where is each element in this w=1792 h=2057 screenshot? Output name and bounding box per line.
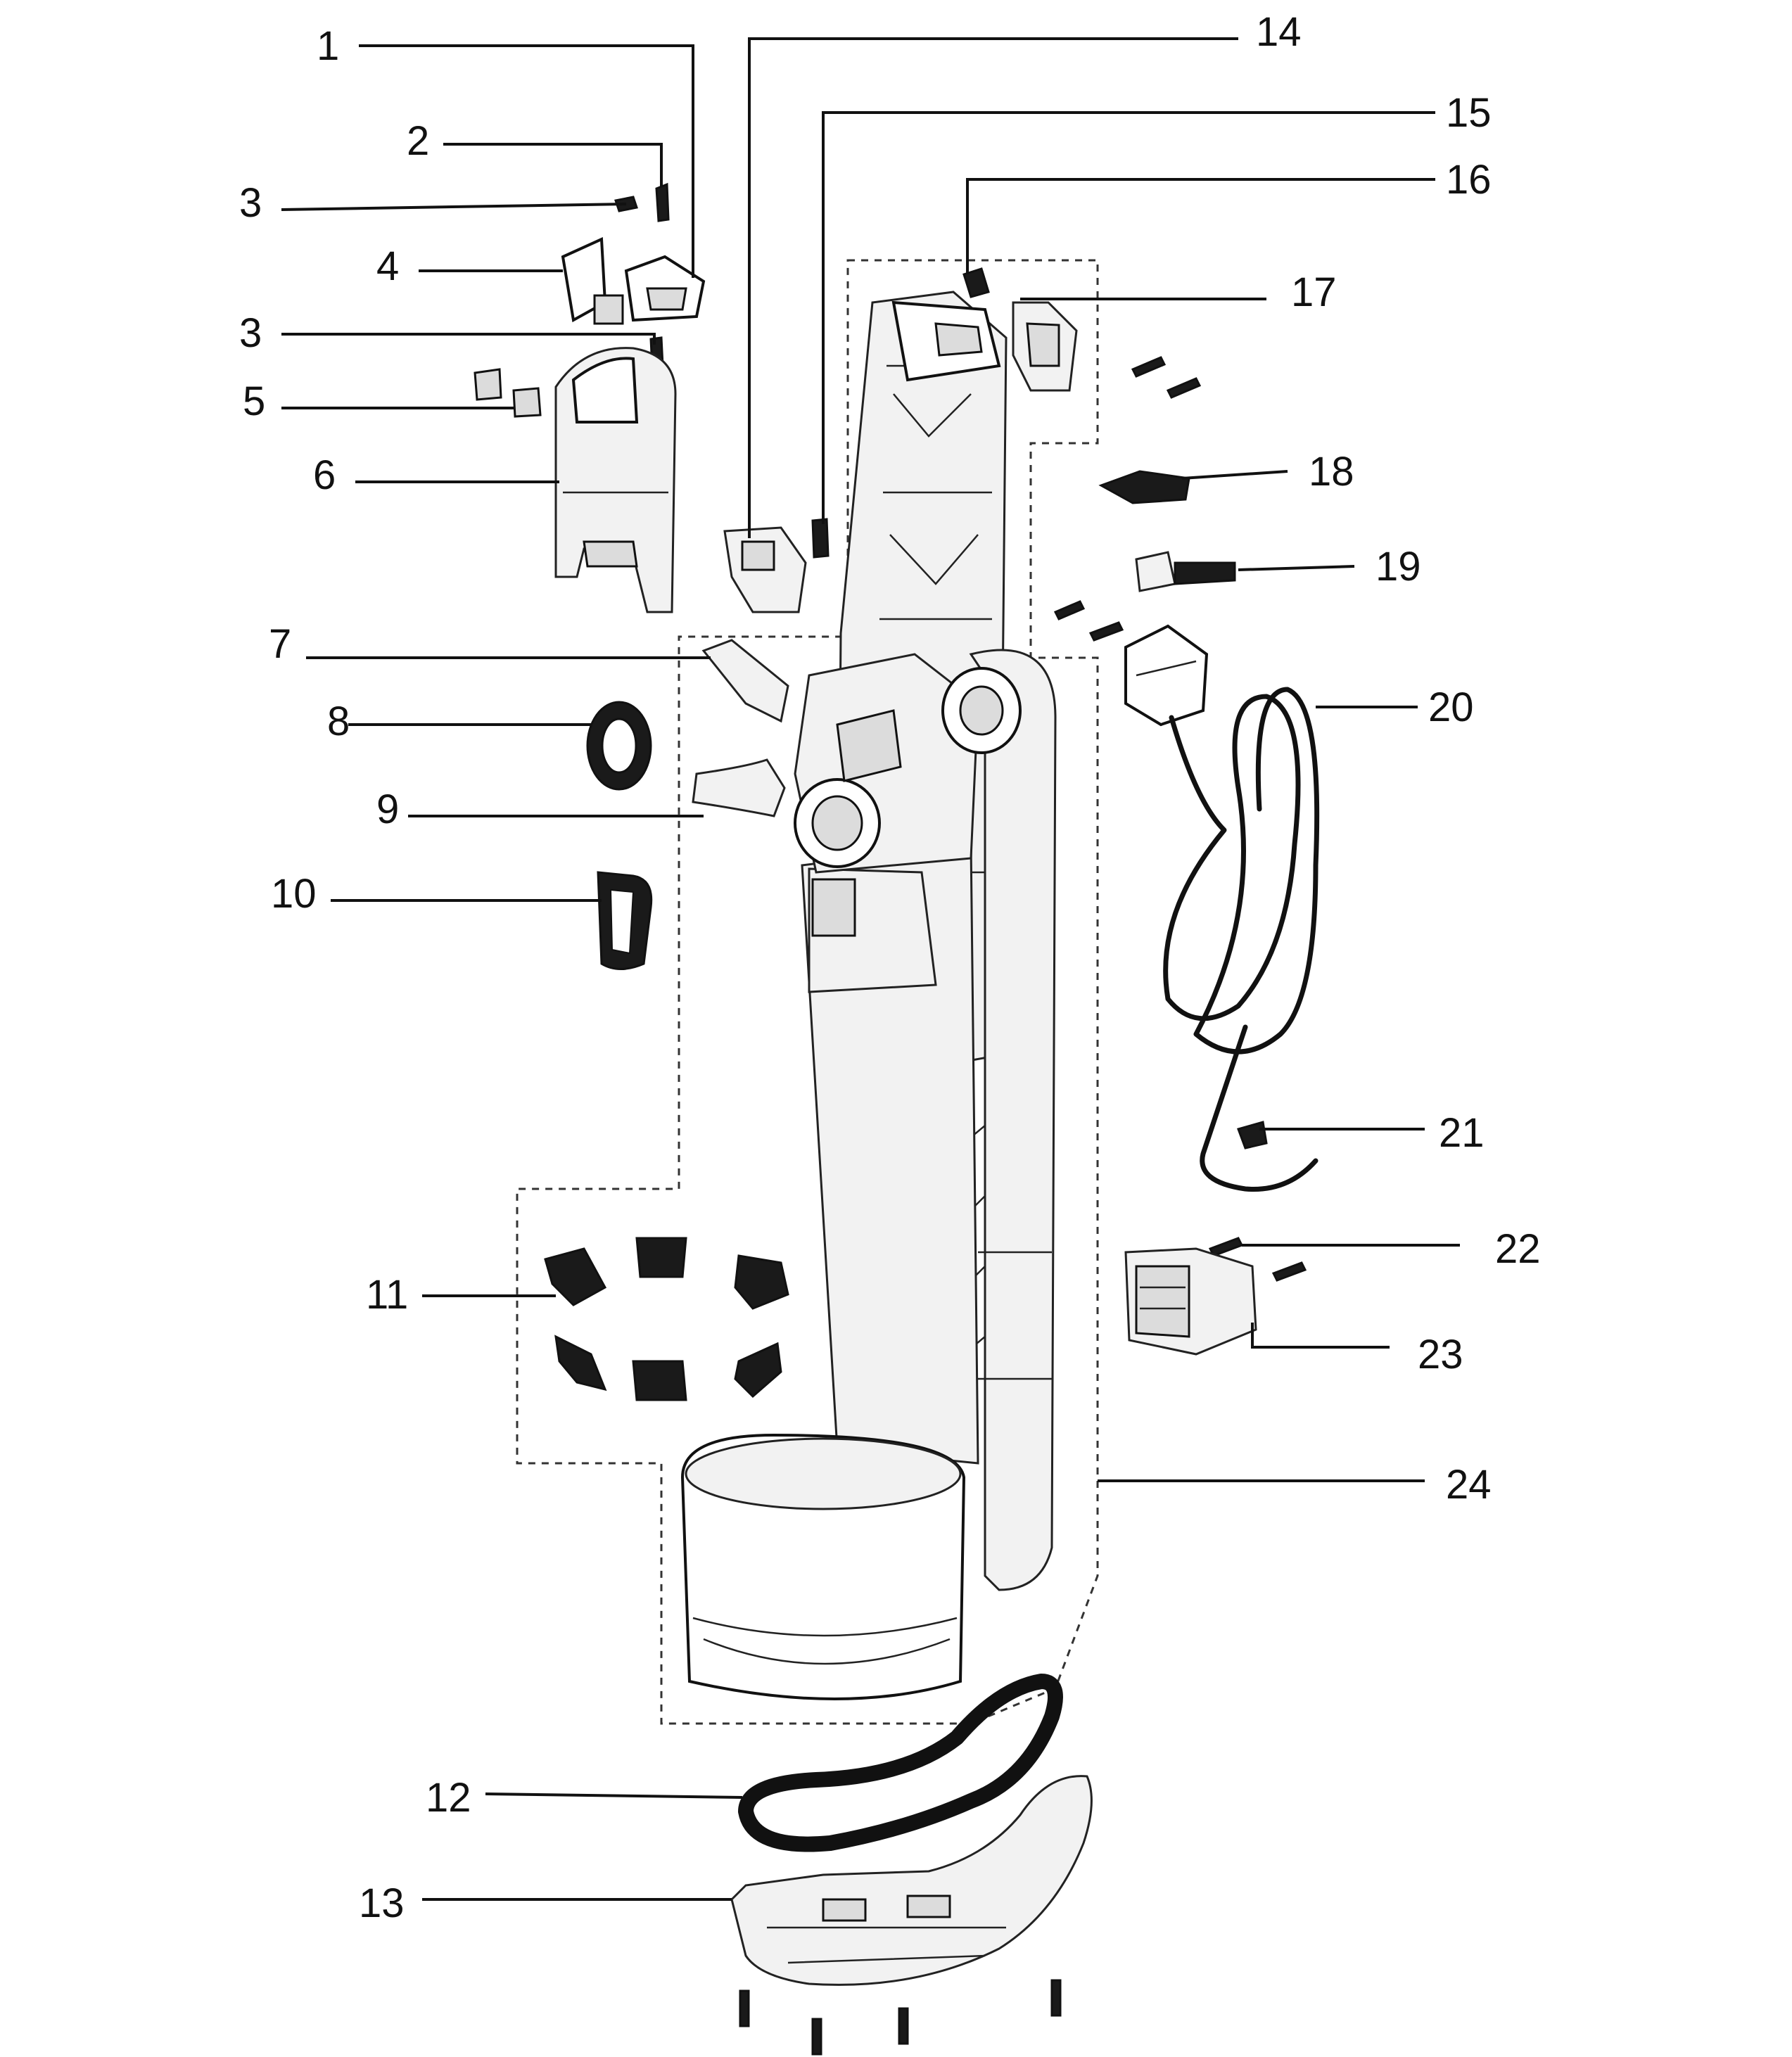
callout-15: 15 — [1446, 90, 1492, 136]
callout-14: 14 — [1256, 9, 1302, 55]
part-7-latch — [701, 639, 789, 723]
callout-19: 19 — [1375, 544, 1421, 590]
part-12-belt — [738, 1674, 1063, 1852]
leader-lines — [281, 37, 1460, 1901]
callout-4: 4 — [376, 243, 399, 289]
part-1-cap — [624, 255, 706, 322]
callout-24: 24 — [1446, 1462, 1492, 1508]
part-5-connectors — [474, 368, 542, 418]
callout-12: 12 — [426, 1775, 471, 1821]
callout-23: 23 — [1418, 1332, 1463, 1377]
callout-1: 1 — [317, 23, 339, 69]
callout-3-lower: 3 — [239, 310, 262, 356]
part-18-filter-plate — [1098, 470, 1190, 504]
part-11-pads — [544, 1237, 789, 1401]
part-20-power-cord — [1124, 624, 1320, 1192]
part-2-clip — [655, 182, 670, 222]
callout-10: 10 — [271, 871, 317, 917]
screws-mid-right — [1053, 600, 1124, 642]
callout-16: 16 — [1446, 157, 1492, 203]
callout-2: 2 — [407, 118, 429, 164]
part-13-base-plate — [730, 1775, 1093, 2056]
part-19-cord-clamp — [1135, 551, 1236, 592]
callout-8: 8 — [327, 699, 350, 744]
callout-7: 7 — [269, 621, 291, 667]
callout-21: 21 — [1439, 1110, 1485, 1156]
part-16-button — [962, 267, 990, 298]
main-body-assembly — [680, 291, 1057, 1700]
callout-11: 11 — [366, 1272, 408, 1318]
callout-5: 5 — [243, 378, 265, 424]
callout-labels: 1 2 3 4 3 5 6 7 8 9 10 11 12 13 14 15 16… — [239, 9, 1541, 1926]
part-22-screw — [1208, 1237, 1244, 1257]
part-23-cord-hook — [1124, 1247, 1307, 1356]
part-10-gasket — [597, 871, 653, 970]
part-14-switch — [723, 526, 807, 613]
part-6-handle-housing — [554, 347, 677, 613]
part-15-spring — [811, 518, 830, 559]
part-9-cover — [692, 758, 786, 817]
part-17-switch-assembly — [1012, 301, 1078, 392]
part-8-seal-ring — [586, 701, 652, 791]
callout-13: 13 — [359, 1880, 405, 1926]
part-4-bracket — [561, 236, 624, 325]
callout-17: 17 — [1291, 269, 1337, 315]
callout-6: 6 — [313, 452, 336, 498]
part-21-cord-clip — [1237, 1121, 1268, 1150]
screws-upper-right — [1131, 356, 1202, 399]
callout-18: 18 — [1309, 449, 1354, 495]
callout-3-upper: 3 — [239, 180, 262, 226]
callout-22: 22 — [1495, 1226, 1541, 1272]
callout-20: 20 — [1428, 684, 1474, 730]
callout-9: 9 — [376, 786, 399, 832]
